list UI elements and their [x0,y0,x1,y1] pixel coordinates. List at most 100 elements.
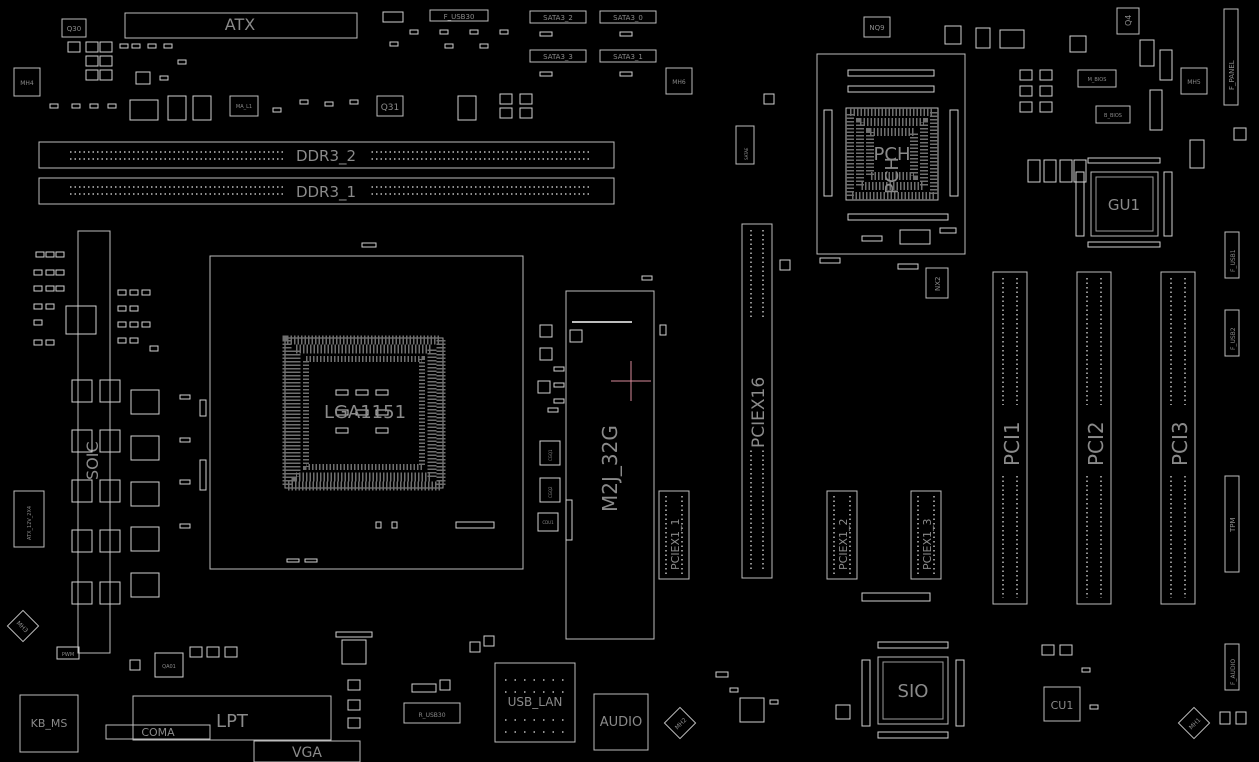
f-usb2-label: F_USB2 [1230,327,1237,350]
nx2-label: NX2 [934,277,942,292]
mh5-label: MH5 [1187,79,1201,86]
ddr3-2-label: DDR3_2 [296,147,356,166]
pci3-slot[interactable]: PCI3 [1160,271,1196,605]
sio-label: SIO [898,681,929,702]
f-usb30-header[interactable]: F_USB30 [429,9,489,22]
f-audio-label: F_AUDIO [1230,659,1237,685]
pci2-label: PCI2 [1084,421,1108,466]
f-audio-header[interactable]: F_AUDIO [1224,643,1240,691]
pci2-slot[interactable]: PCI2 [1076,271,1112,605]
kb-ms-label: KB_MS [31,717,68,730]
sata3-1-label: SATA3_1 [613,53,643,61]
ddr3-1-slot[interactable]: DDR3_1 [38,177,615,205]
cu1-label: CU1 [1051,699,1074,712]
top-left-small-parts [49,11,633,121]
mh6-mount-hole: MH6 [665,67,693,95]
vrm-column: SOIC [33,230,207,654]
mh3-label: MH3 [15,620,30,635]
cdu1-label: CDU1 [542,520,554,525]
cursor-crosshair-icon [611,361,651,401]
mh6-label: MH6 [672,79,686,86]
f-usb2-header[interactable]: F_USB2 [1224,309,1240,357]
atx-12v-label: ATX_12V_2X4 [27,506,33,540]
mh1-label: MH1 [1188,717,1203,732]
tpm-label: TPM [1229,517,1237,533]
vga-port[interactable]: VGA [253,740,361,762]
sata3-2-label: SATA3_2 [543,14,573,22]
pch-label-vertical: PCH [882,157,903,194]
lga1151-socket[interactable]: LGA1151 [209,242,524,570]
atx-connector[interactable]: ATX [124,12,358,39]
sata-e-port[interactable]: SATAE [735,125,755,165]
qa01-component: QA01 [129,631,373,678]
pci1-label: PCI1 [1000,421,1024,466]
mh1-mount-hole: MH1 [1177,706,1211,740]
kb-ms-port[interactable]: KB_MS [19,694,79,753]
ddr3-2-slot[interactable]: DDR3_2 [38,141,615,169]
sata3-3-port[interactable]: SATA3_3 [529,49,587,63]
usb-lan-port[interactable]: USB_LAN [494,662,576,743]
pciex16-slot[interactable]: PCIEX16 [741,223,773,579]
cgq1-label: CGQ1 [548,449,553,461]
lpt-label: LPT [216,711,249,732]
r-usb30-port[interactable]: R_USB30 [403,679,461,724]
sio-chip[interactable]: SIO [835,592,965,739]
sata3-1-port[interactable]: SATA3_1 [599,49,657,63]
tpm-header[interactable]: TPM [1224,475,1240,573]
pwm-label: PWM [62,652,74,658]
pciex1-1-label: PCIEX1_1 [669,518,682,570]
q4-label: Q4 [1124,15,1133,26]
sata-e-label: SATAE [744,147,749,160]
f-panel-header[interactable]: F_PANEL [1223,8,1239,106]
q4-component[interactable]: Q4 [1116,7,1140,35]
pwm-component: PWM [56,646,80,660]
mh4-label: MH4 [20,80,34,87]
ma-l1-label: MA_L1 [236,104,252,110]
ddr3-1-label: DDR3_1 [296,183,356,202]
m2-slot[interactable]: M2J_32G [537,275,667,640]
r-usb30-label: R_USB30 [418,712,445,719]
pci3-label: PCI3 [1168,421,1192,466]
nq9-label: NQ9 [869,24,884,32]
coma-label: COMA [141,726,175,739]
gu1-chip[interactable]: GU1 [1075,157,1173,248]
sata3-2-port[interactable]: SATA3_2 [529,10,587,24]
atx-12v-connector[interactable]: ATX_12V_2X4 [13,490,45,548]
nq9-component[interactable]: NQ9 [863,16,891,38]
qa01-label: QA01 [162,664,176,670]
q30-component[interactable]: Q30 [61,18,87,38]
mh3-mount-hole: MH3 [6,609,40,643]
nx2-component[interactable]: NX2 [925,267,949,299]
coma-port[interactable]: COMA [105,724,211,740]
pch-chip[interactable]: PCH PCH [816,53,966,270]
b-bios-label: B_BIOS [1104,113,1122,119]
pch-label-horizontal: PCH [874,144,911,165]
sata3-0-label: SATA3_0 [613,14,643,22]
gu1-label: GU1 [1108,196,1140,214]
vga-label: VGA [292,745,322,761]
pciex16-label: PCIEX16 [749,377,769,448]
pciex1-2-label: PCIEX1_2 [837,518,850,570]
sata3-0-port[interactable]: SATA3_0 [599,10,657,24]
ma-l1-component[interactable]: MA_L1 [229,95,259,117]
bottom-middle-small-parts [347,635,779,729]
atx-label: ATX [225,15,255,34]
lga1151-label: LGA1151 [324,402,406,423]
top-right-small-parts [763,25,1247,271]
m-bios-label: M_BIOS [1088,77,1107,83]
pci1-slot[interactable]: PCI1 [992,271,1028,605]
lpt-port[interactable]: LPT [132,695,332,741]
q31-component[interactable]: Q31 [376,95,404,117]
m-bios-chip[interactable]: M_BIOS [1077,69,1117,88]
pciex1-2-slot[interactable]: PCIEX1_2 [826,490,858,580]
b-bios-chip[interactable]: B_BIOS [1095,105,1131,124]
cu1-chip[interactable]: CU1 [1041,644,1247,725]
mh5-mount-hole: MH5 [1180,67,1208,95]
vrm-label: SOIC [83,441,102,480]
pciex1-3-slot[interactable]: PCIEX1_3 [910,490,942,580]
f-usb1-header[interactable]: F_USB1 [1224,231,1240,279]
pciex1-1-slot[interactable]: PCIEX1_1 [658,490,690,580]
audio-label: AUDIO [600,715,643,730]
cdu1-component: CDU1 [537,499,573,541]
audio-port[interactable]: AUDIO [593,693,649,751]
